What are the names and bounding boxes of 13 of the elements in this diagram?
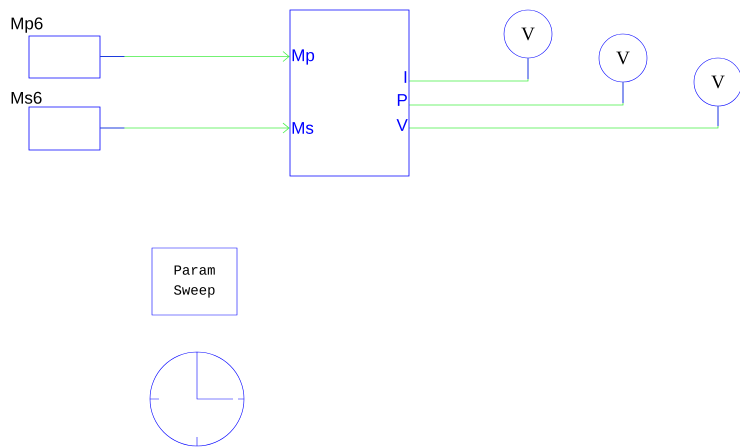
port-label: Ms: [292, 122, 314, 134]
block-box: [28, 36, 100, 78]
port-label: Mp: [292, 49, 314, 65]
block-label: Mp6: [12, 17, 43, 33]
block-label: Ms6: [12, 92, 42, 104]
voltmeter: V: [504, 10, 552, 58]
voltmeter: V: [694, 58, 740, 106]
param-sweep-box: Param Sweep: [152, 248, 238, 316]
port-label: I: [404, 71, 406, 83]
voltmeter: V: [598, 34, 648, 82]
port-label: P: [398, 94, 407, 106]
port-label: V: [396, 119, 408, 131]
block-box: [28, 106, 100, 150]
